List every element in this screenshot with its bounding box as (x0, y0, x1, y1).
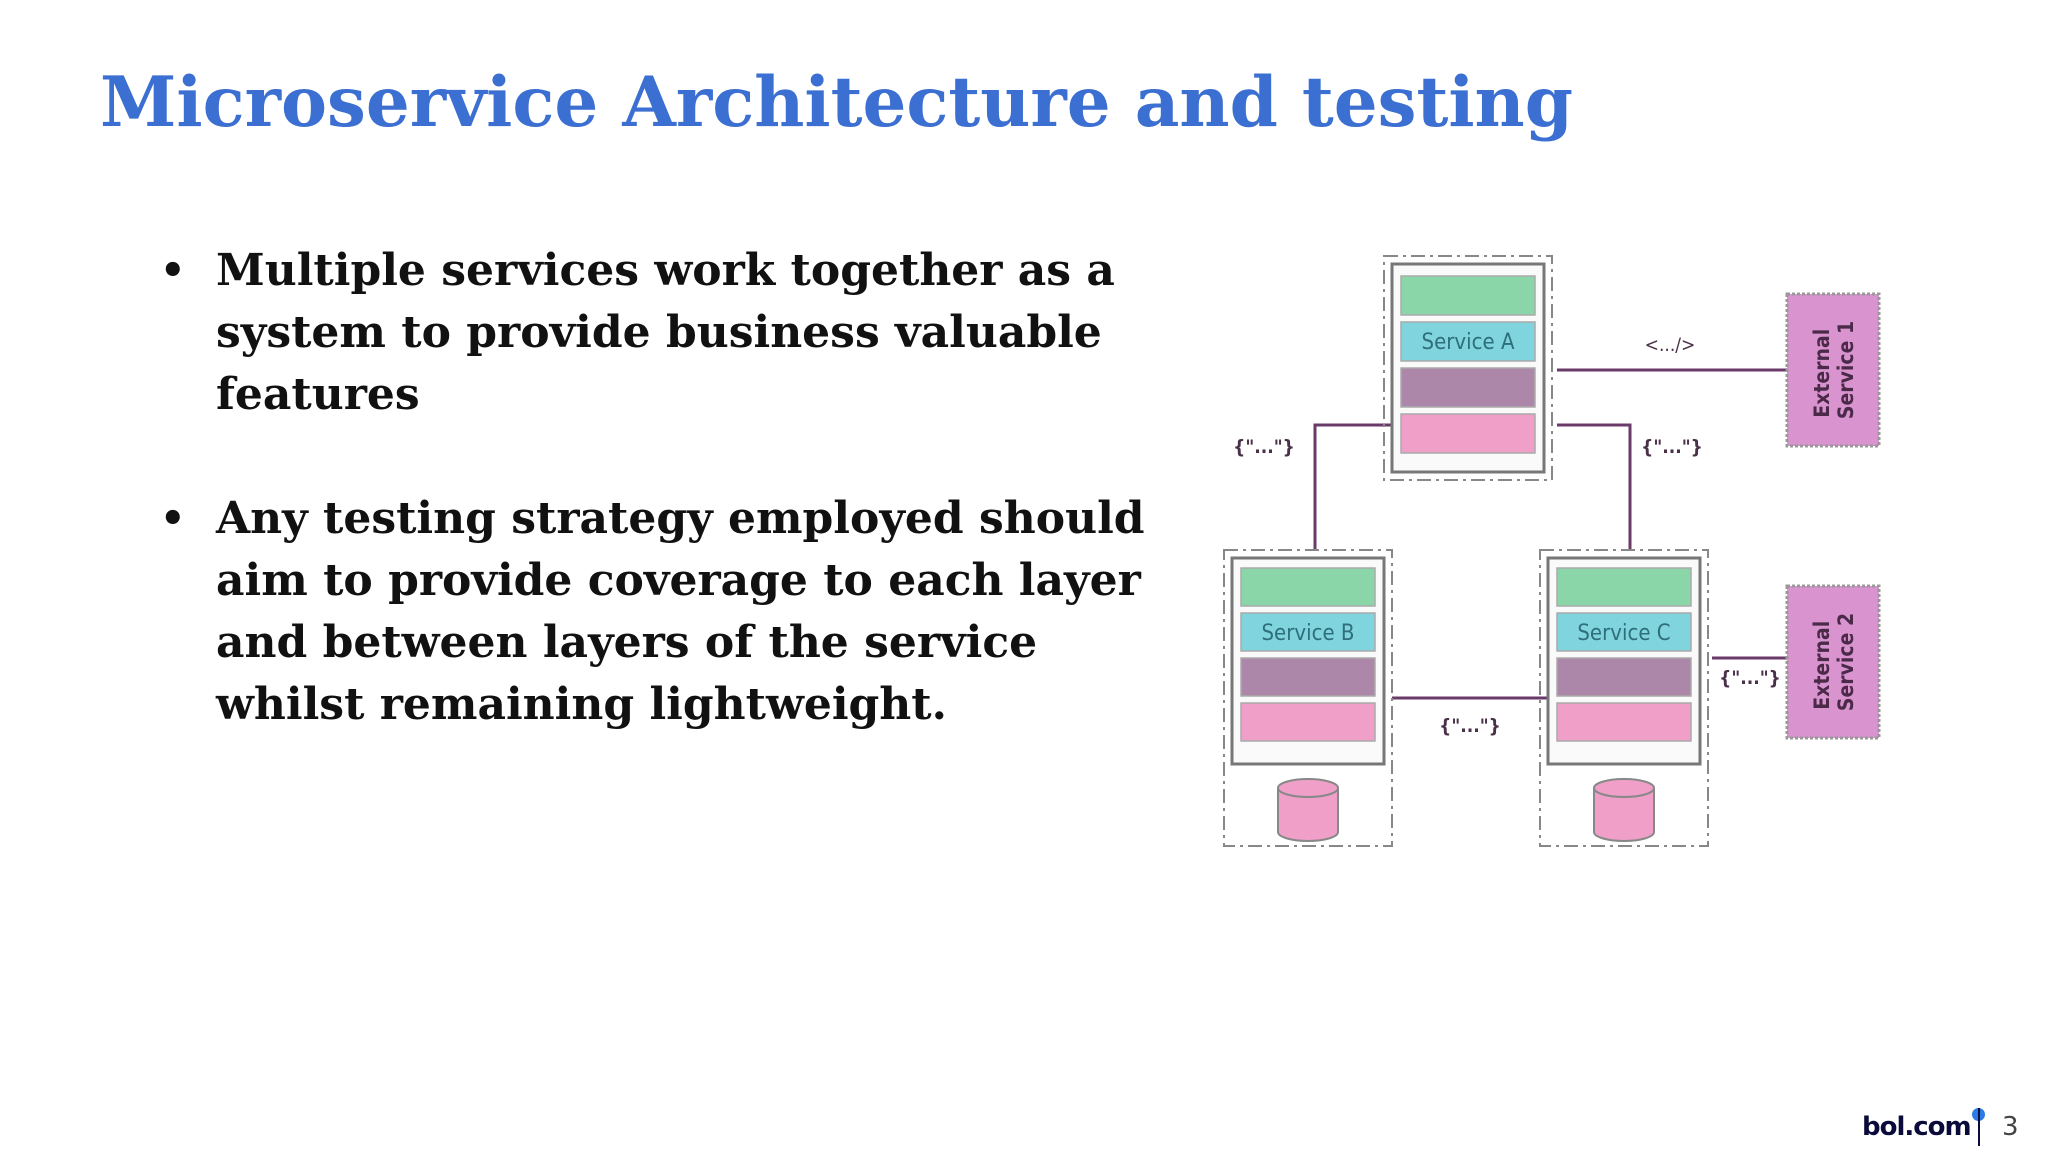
external-service-1-label: External Service 1 (1810, 321, 1858, 419)
service-b-boundary (1223, 549, 1393, 847)
external-service-1-box (1785, 292, 1881, 448)
service-c-group: Service C (1539, 549, 1709, 847)
bullet-text: Any testing strategy employed should aim… (216, 493, 1145, 730)
service-a-label: Service A (1422, 330, 1515, 355)
service-a-boundary (1383, 255, 1553, 481)
line-a-c (1557, 423, 1632, 550)
connection-label-a-b: {"..."} (1233, 436, 1295, 458)
service-c-database-icon (1593, 778, 1655, 842)
service-b-label: Service B (1261, 621, 1354, 646)
service-b-layer-cyan (1240, 612, 1376, 652)
bol-com-logo: bol.com (1862, 1108, 1985, 1142)
service-b-layer-green (1240, 567, 1376, 607)
external-service-1-line1: External (1810, 329, 1834, 418)
line-a-b (1313, 423, 1395, 550)
service-a-layer-pink (1400, 413, 1536, 454)
service-c-layer-green (1556, 567, 1692, 607)
service-a-layer-purple (1400, 367, 1536, 408)
service-b-group: Service B (1223, 549, 1393, 847)
service-a-layer-cyan (1400, 321, 1536, 362)
external-service-2-line1: External (1810, 621, 1834, 710)
footer-divider (1978, 1108, 1980, 1146)
connection-label-a-ext1: <.../> (1645, 334, 1696, 356)
service-a-group: Service A (1383, 255, 1553, 481)
bullet-item: • Multiple services work together as a s… (150, 240, 1160, 426)
bullet-text: Multiple services work together as a sys… (216, 245, 1115, 420)
bullet-list: • Multiple services work together as a s… (150, 240, 1160, 798)
external-service-2-label: External Service 2 (1810, 613, 1858, 711)
external-service-2-group: External Service 2 (1785, 584, 1881, 740)
slide-title: Microservice Architecture and testing (100, 62, 1573, 143)
connection-label-b-c: {"..."} (1439, 715, 1501, 737)
page-number: 3 (2002, 1112, 2019, 1142)
service-c-layer-pink (1556, 702, 1692, 742)
external-service-2-box (1785, 584, 1881, 740)
external-service-1-group: External Service 1 (1785, 292, 1881, 448)
external-service-2-line2: Service 2 (1834, 613, 1858, 711)
bullet-dot: • (160, 247, 186, 294)
bol-com-logo-text: bol.com (1862, 1112, 1972, 1142)
connection-label-a-c: {"..."} (1641, 436, 1703, 458)
microservice-diagram: Service A Service B Service C External (1223, 255, 1881, 847)
service-b-layer-pink (1240, 702, 1376, 742)
connection-label-c-ext2: {"..."} (1719, 667, 1781, 689)
external-service-1-line2: Service 1 (1834, 321, 1858, 419)
bullet-dot: • (160, 495, 186, 542)
service-b-database-icon (1277, 778, 1339, 842)
service-c-boundary (1539, 549, 1709, 847)
service-a-layer-green (1400, 275, 1536, 316)
service-c-layer-purple (1556, 657, 1692, 697)
connector-lines (1313, 368, 1787, 700)
service-c-label: Service C (1577, 621, 1670, 646)
service-c-layer-cyan (1556, 612, 1692, 652)
service-b-layer-purple (1240, 657, 1376, 697)
bullet-item: • Any testing strategy employed should a… (150, 488, 1160, 736)
